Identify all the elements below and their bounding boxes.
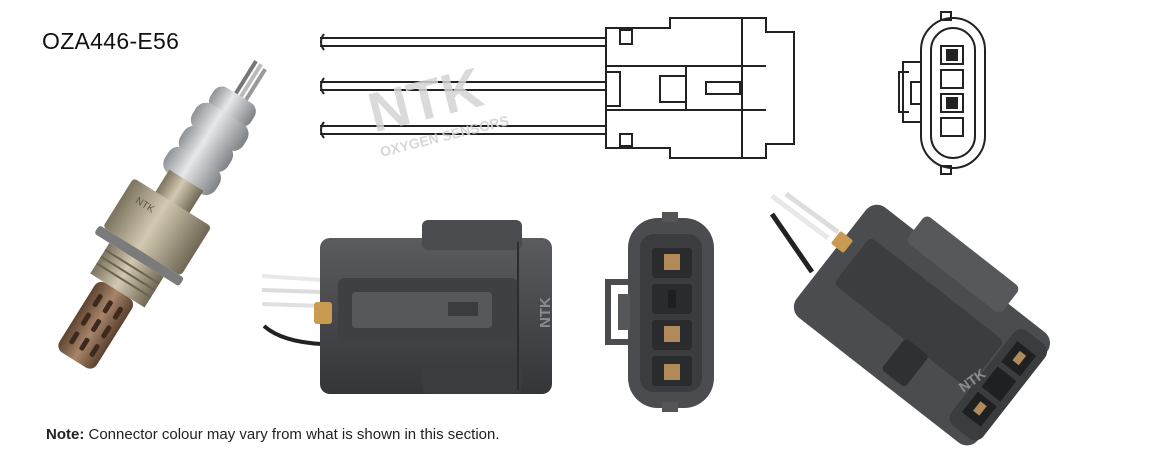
sensor-thread <box>90 243 164 308</box>
connector-side-drawing: NTK OXYGEN SENSORS <box>320 17 795 160</box>
connector-pin <box>664 254 680 270</box>
sensor-gasket <box>95 226 184 286</box>
connector-latch-tab <box>831 231 853 253</box>
sensor-boot <box>163 146 221 196</box>
note-label: Note: <box>46 426 85 443</box>
sensor-boot <box>178 125 234 172</box>
connector-brand-text: NTK <box>537 297 554 328</box>
oxygen-sensor-image: NTK <box>58 60 267 369</box>
sensor-sleeve <box>154 169 204 215</box>
connector-colour-note: Note: Connector colour may vary from wha… <box>46 426 500 443</box>
connector-photo-side: NTK <box>261 220 554 394</box>
sensor-wire <box>238 63 263 100</box>
part-number-title: OZA446-E56 <box>42 28 180 54</box>
note-text: Connector colour may vary from what is s… <box>88 426 500 443</box>
sensor-boot <box>208 86 256 127</box>
connector-photo-face <box>605 212 714 412</box>
connector-photo-angled: NTK <box>769 191 1051 446</box>
connector-pin <box>664 326 680 342</box>
sensor-wire <box>243 68 267 103</box>
sensor-boot <box>190 102 249 151</box>
connector-pin <box>664 364 680 380</box>
connector-latch-tab <box>314 302 332 324</box>
connector-face-drawing <box>898 11 986 175</box>
sensor-hex-nut <box>104 179 211 275</box>
sensor-wire <box>233 60 258 97</box>
